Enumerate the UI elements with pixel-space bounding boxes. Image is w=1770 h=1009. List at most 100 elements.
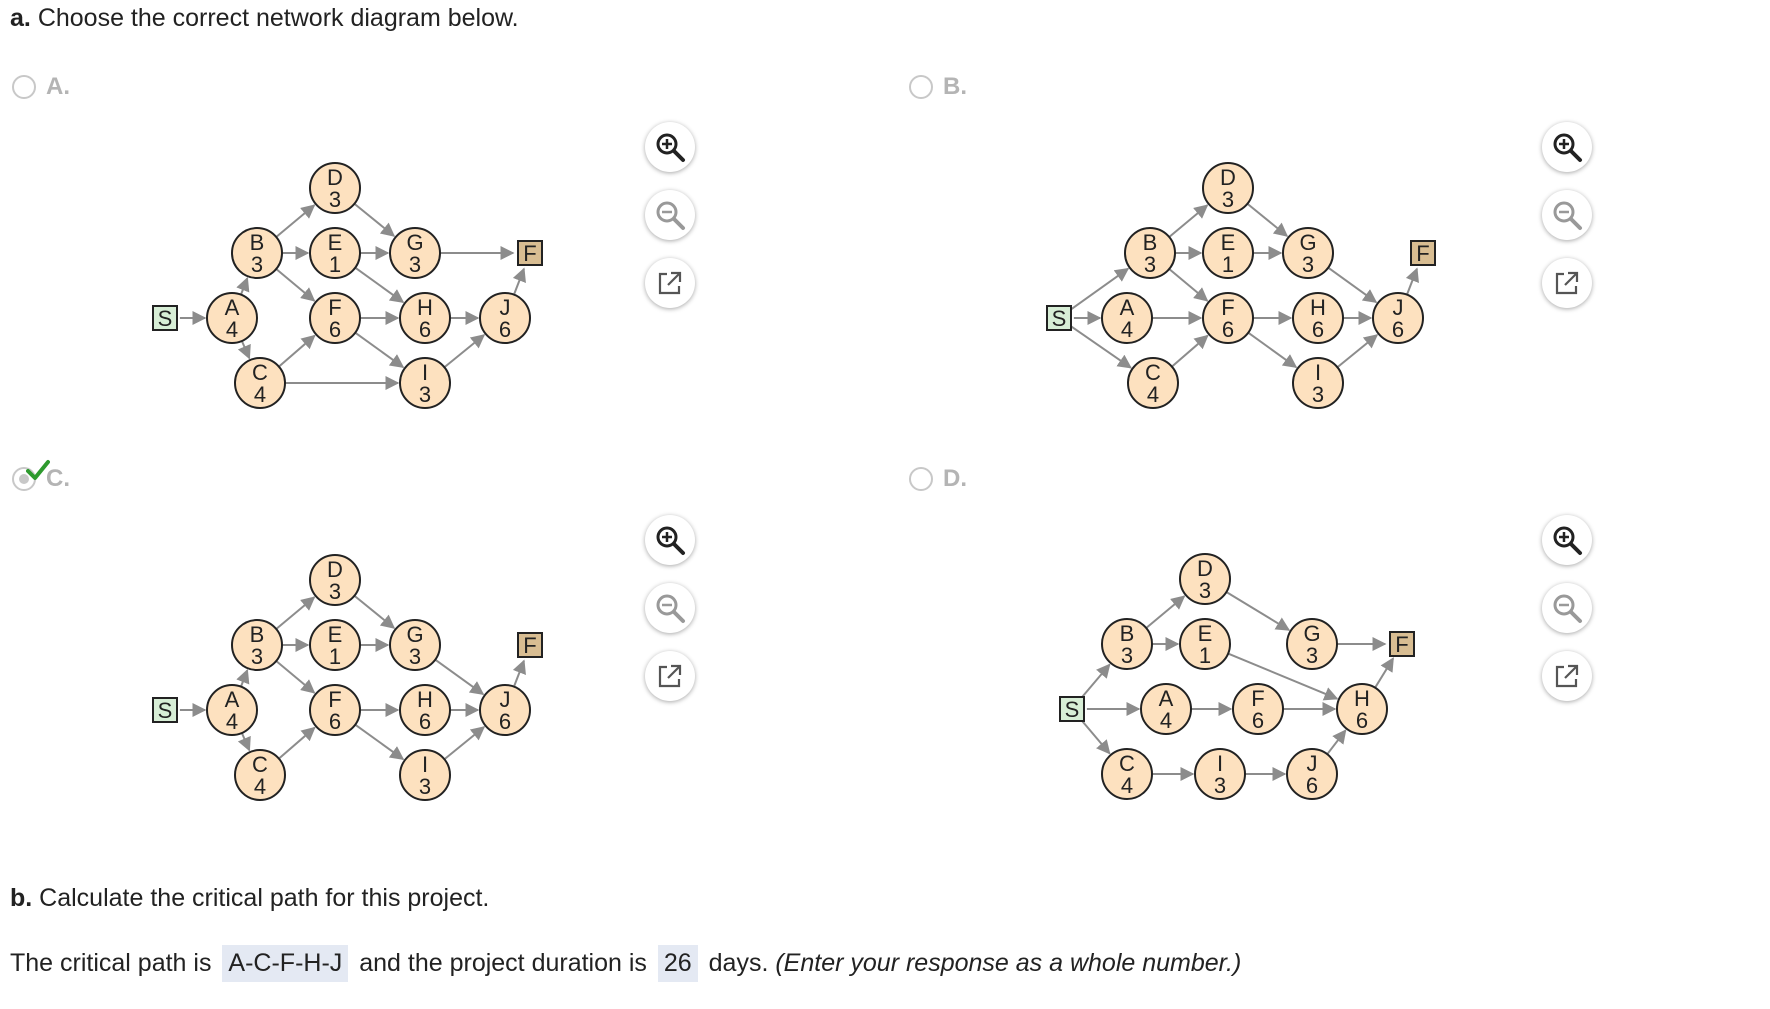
- activity-node-e: E1: [1179, 618, 1231, 670]
- node-duration: 6: [419, 317, 431, 342]
- option-a-label: A.: [46, 73, 70, 100]
- node-duration: 3: [1199, 578, 1211, 603]
- node-letter: H: [417, 295, 433, 320]
- edge-f-i: [354, 723, 405, 761]
- node-letter: I: [422, 752, 428, 777]
- node-letter: I: [422, 360, 428, 385]
- zoom-out-button-a[interactable]: [645, 190, 695, 240]
- start-node: S: [1059, 696, 1085, 722]
- option-c-radio[interactable]: [12, 460, 50, 491]
- zoom-out-button-d[interactable]: [1542, 583, 1592, 633]
- activity-node-h: H6: [399, 292, 451, 344]
- activity-node-d: D3: [1202, 162, 1254, 214]
- option-b[interactable]: B.: [909, 73, 967, 101]
- part-a-text: Choose the correct network diagram below…: [37, 4, 519, 32]
- node-letter: F: [328, 295, 341, 320]
- zoom-out-icon: [1553, 594, 1582, 623]
- node-duration: 6: [419, 709, 431, 734]
- node-label: S: [158, 698, 173, 723]
- edge-b-d: [275, 204, 316, 238]
- node-letter: G: [1303, 621, 1320, 646]
- node-duration: 1: [1199, 643, 1211, 668]
- node-label: S: [1065, 697, 1080, 722]
- critical-path-answer[interactable]: A-C-F-H-J: [222, 945, 349, 982]
- open-new-window-button-a[interactable]: [645, 258, 695, 308]
- edge-f-i: [354, 331, 405, 369]
- activity-node-c: C4: [234, 357, 286, 409]
- edge-j-f_end: [512, 267, 526, 296]
- option-d[interactable]: D.: [909, 465, 967, 493]
- node-duration: 6: [499, 317, 511, 342]
- activity-node-d: D3: [309, 554, 361, 606]
- zoom-out-button-c[interactable]: [645, 583, 695, 633]
- node-label: F: [1395, 632, 1408, 657]
- activity-node-b: B3: [1101, 618, 1153, 670]
- node-label: F: [1416, 241, 1429, 266]
- option-c[interactable]: C.: [12, 460, 70, 493]
- activity-node-a: A4: [206, 292, 258, 344]
- activity-node-f: F6: [1202, 292, 1254, 344]
- start-node: S: [1046, 305, 1072, 331]
- option-a-radio[interactable]: [12, 75, 36, 99]
- activity-node-b: B3: [231, 619, 283, 671]
- node-duration: 3: [1222, 187, 1234, 212]
- option-a[interactable]: A.: [12, 73, 70, 101]
- open-new-window-button-d[interactable]: [1542, 651, 1592, 701]
- node-letter: G: [406, 622, 423, 647]
- activity-node-i: I3: [1292, 357, 1344, 409]
- node-letter: H: [417, 687, 433, 712]
- edge-g-j: [1327, 266, 1378, 304]
- open-new-window-icon: [658, 664, 682, 688]
- node-duration: 3: [409, 252, 421, 277]
- edge-s-c: [1080, 719, 1111, 755]
- node-letter: E: [1221, 230, 1236, 255]
- edge-c-f: [1171, 334, 1209, 368]
- node-duration: 6: [1252, 708, 1264, 733]
- node-letter: A: [1120, 295, 1135, 320]
- edge-a-b: [236, 276, 250, 296]
- node-label: S: [1052, 306, 1067, 331]
- open-new-window-icon: [1555, 271, 1579, 295]
- node-letter: C: [252, 752, 268, 777]
- edge-j-h: [1326, 729, 1347, 755]
- edge-c-f: [278, 726, 316, 760]
- open-new-window-button-c[interactable]: [645, 651, 695, 701]
- node-label: F: [523, 241, 536, 266]
- zoom-out-icon: [656, 594, 685, 623]
- option-b-radio[interactable]: [909, 75, 933, 99]
- node-letter: G: [1299, 230, 1316, 255]
- part-b-question: b. Calculate the critical path for this …: [10, 884, 489, 913]
- open-new-window-icon: [1555, 664, 1579, 688]
- zoom-in-button-c[interactable]: [645, 515, 695, 565]
- zoom-in-button-b[interactable]: [1542, 122, 1592, 172]
- edge-d-g: [1225, 591, 1291, 631]
- node-letter: H: [1354, 686, 1370, 711]
- node-label: F: [523, 633, 536, 658]
- zoom-out-button-b[interactable]: [1542, 190, 1592, 240]
- node-letter: D: [327, 165, 343, 190]
- node-duration: 4: [226, 317, 238, 342]
- node-letter: G: [406, 230, 423, 255]
- option-d-radio[interactable]: [909, 467, 933, 491]
- duration-answer[interactable]: 26: [657, 945, 698, 982]
- node-duration: 3: [419, 774, 431, 799]
- edge-s-c: [1070, 325, 1132, 369]
- node-letter: I: [1315, 360, 1321, 385]
- activity-node-d: D3: [309, 162, 361, 214]
- edge-a-c: [237, 732, 251, 752]
- zoom-in-icon: [1553, 133, 1582, 162]
- part-a-label: a.: [10, 4, 31, 32]
- activity-node-i: I3: [399, 357, 451, 409]
- edge-j-f_end: [512, 659, 526, 688]
- node-duration: 4: [1121, 317, 1133, 342]
- node-letter: D: [1220, 165, 1236, 190]
- open-new-window-button-b[interactable]: [1542, 258, 1592, 308]
- node-duration: 1: [1222, 252, 1234, 277]
- node-letter: J: [500, 687, 511, 712]
- edge-b-f: [1168, 268, 1209, 302]
- activity-node-g: G3: [389, 227, 441, 279]
- zoom-in-button-a[interactable]: [645, 122, 695, 172]
- node-duration: 6: [499, 709, 511, 734]
- zoom-in-button-d[interactable]: [1542, 515, 1592, 565]
